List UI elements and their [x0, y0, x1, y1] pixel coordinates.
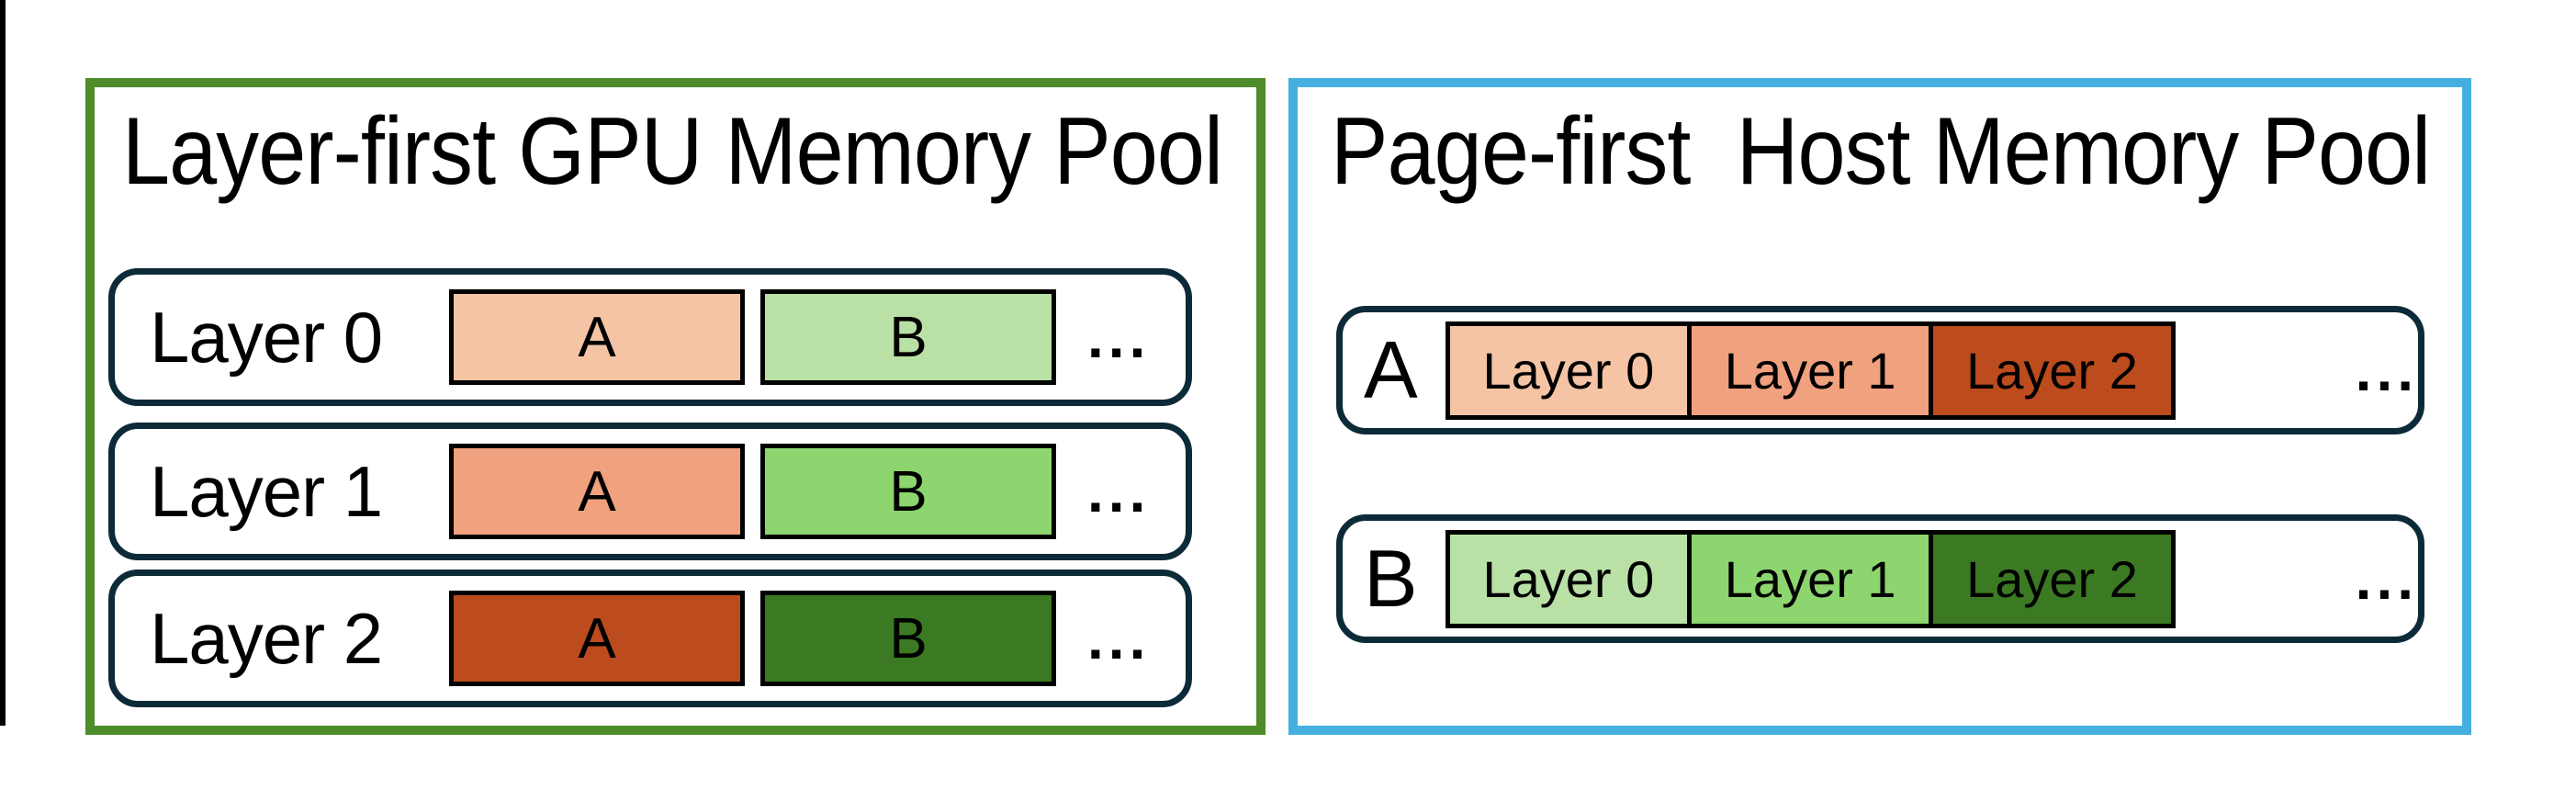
host-memory-pool-panel: Page-first Host Memory Pool A Layer 0 La…: [1288, 78, 2471, 735]
host-page-b-ellipsis: ...: [2355, 546, 2418, 612]
gpu-memory-pool-panel: Layer-first GPU Memory Pool Layer 0 A B …: [85, 78, 1266, 735]
gpu-layer0-page-a-block: A: [449, 289, 745, 385]
gpu-layer2-page-a-block: A: [449, 591, 745, 686]
gpu-layer1-row: Layer 1 A B ...: [108, 423, 1192, 560]
host-page-a-layer0-block: Layer 0: [1445, 321, 1693, 420]
figure-edge-line: [0, 0, 6, 726]
gpu-layer1-ellipsis: ...: [1087, 458, 1151, 524]
host-page-a-row: A Layer 0 Layer 1 Layer 2 ...: [1336, 306, 2424, 434]
gpu-layer0-label: Layer 0: [150, 296, 383, 378]
gpu-layer1-page-a-block: A: [449, 444, 745, 539]
host-page-a-label: A: [1364, 324, 1418, 415]
gpu-layer0-ellipsis: ...: [1087, 304, 1151, 370]
gpu-layer2-ellipsis: ...: [1087, 605, 1151, 671]
host-page-a-ellipsis: ...: [2355, 337, 2418, 403]
gpu-layer2-row: Layer 2 A B ...: [108, 570, 1192, 707]
gpu-panel-title: Layer-first GPU Memory Pool: [122, 98, 1223, 205]
host-page-b-layer1-block: Layer 1: [1687, 529, 1934, 628]
host-panel-title: Page-first Host Memory Pool: [1331, 98, 2431, 205]
gpu-layer0-page-b-block: B: [760, 289, 1056, 385]
host-page-b-layer2-block: Layer 2: [1929, 529, 2176, 628]
host-page-b-layer0-block: Layer 0: [1445, 529, 1693, 628]
host-page-a-layer2-block: Layer 2: [1929, 321, 2176, 420]
gpu-layer2-label: Layer 2: [150, 597, 383, 679]
gpu-layer0-row: Layer 0 A B ...: [108, 268, 1192, 406]
gpu-layer1-page-b-block: B: [760, 444, 1056, 539]
gpu-layer2-page-b-block: B: [760, 591, 1056, 686]
host-page-b-label: B: [1364, 533, 1418, 624]
host-page-b-row: B Layer 0 Layer 1 Layer 2 ...: [1336, 514, 2424, 643]
gpu-layer1-label: Layer 1: [150, 450, 383, 532]
host-page-a-layer1-block: Layer 1: [1687, 321, 1934, 420]
